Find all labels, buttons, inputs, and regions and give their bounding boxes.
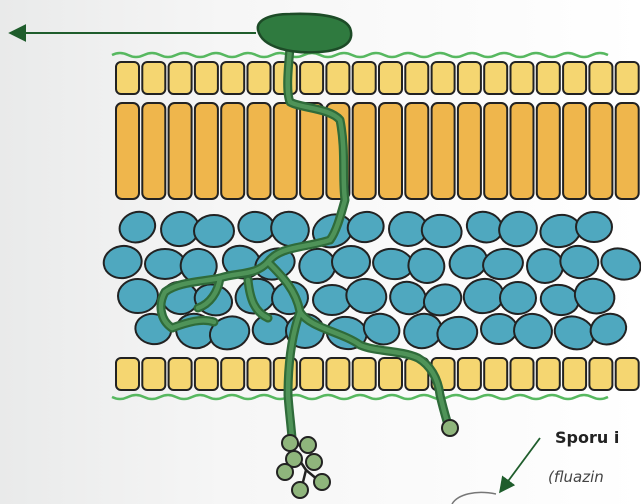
mesophyll-cell (570, 274, 619, 319)
mesophyll-cell (116, 207, 160, 247)
palisade-cell (432, 103, 455, 199)
mesophyll-cell (419, 212, 464, 250)
mesophyll-cell (404, 244, 449, 287)
epidermis-cell (458, 358, 481, 390)
epidermis-cell (326, 62, 349, 94)
palisade-cell (116, 103, 139, 199)
mesophyll-cell (145, 249, 185, 279)
epidermis-cell (511, 62, 534, 94)
epidermis-cell (142, 62, 165, 94)
caption-circle-fragment (452, 492, 496, 504)
epidermis-cell (221, 358, 244, 390)
epidermis-cell (563, 62, 586, 94)
mesophyll-cell (597, 244, 641, 285)
epidermis-cell (326, 358, 349, 390)
epidermis-cell (142, 358, 165, 390)
mesophyll-cell (194, 215, 234, 247)
palisade-cell (169, 103, 192, 199)
mesophyll-cell (512, 311, 555, 351)
epidermis-cell (169, 358, 192, 390)
palisade-cell (142, 103, 165, 199)
palisade-cell (405, 103, 428, 199)
palisade-cell (537, 103, 560, 199)
caption-pointer (500, 438, 540, 492)
epidermis-cell (537, 358, 560, 390)
epidermis-cell (353, 62, 376, 94)
epidermis-cell (116, 358, 139, 390)
mesophyll-cell (481, 314, 517, 344)
palisade-cell (511, 103, 534, 199)
epidermis-cell (563, 358, 586, 390)
epidermis-cell (432, 62, 455, 94)
palisade-cell (195, 103, 218, 199)
upper-epidermis-layer (116, 62, 639, 94)
mesophyll-cell (495, 207, 542, 251)
epidermis-cell (511, 358, 534, 390)
mesophyll-cell (332, 246, 370, 278)
epidermis-cell (379, 358, 402, 390)
mesophyll-cell (101, 243, 144, 281)
fungicide-caption: (fluazin (548, 468, 604, 486)
epidermis-cell (458, 62, 481, 94)
epidermis-cell (300, 358, 323, 390)
epidermis-cell (353, 358, 376, 390)
palisade-cell (458, 103, 481, 199)
mesophyll-cell (313, 285, 351, 315)
upper-cuticle (112, 53, 608, 57)
spore-caption: Sporu i (555, 428, 619, 447)
palisade-cell (353, 103, 376, 199)
epidermis-cell (589, 62, 612, 94)
palisade-cell (563, 103, 586, 199)
lower-epidermis-layer (116, 358, 639, 390)
palisade-cell (589, 103, 612, 199)
palisade-cell (274, 103, 297, 199)
mesophyll-cell (587, 309, 631, 349)
sporangia-cluster (277, 420, 458, 498)
epidermis-cell (379, 62, 402, 94)
palisade-cell (379, 103, 402, 199)
epidermis-cell (484, 358, 507, 390)
epidermis-cell (169, 62, 192, 94)
epidermis-cell (248, 358, 271, 390)
epidermis-cell (221, 62, 244, 94)
mesophyll-cell (539, 282, 581, 318)
palisade-cell (484, 103, 507, 199)
palisade-cell (300, 103, 323, 199)
mesophyll-cell (481, 246, 525, 282)
mesophyll-cell (346, 209, 386, 244)
palisade-cell (221, 103, 244, 199)
epidermis-cell (116, 62, 139, 94)
palisade-layer (116, 103, 639, 199)
mesophyll-cell (558, 243, 601, 281)
palisade-cell (616, 103, 639, 199)
mesophyll-cell (118, 279, 158, 313)
mesophyll-cell (435, 314, 480, 352)
epidermis-cell (589, 358, 612, 390)
epidermis-cell (616, 62, 639, 94)
epidermis-cell (405, 62, 428, 94)
lower-cuticle (112, 395, 608, 399)
epidermis-cell (248, 62, 271, 94)
mesophyll-cell (576, 212, 612, 242)
mesophyll-cell (344, 276, 389, 316)
epidermis-cell (195, 62, 218, 94)
epidermis-cell (537, 62, 560, 94)
mesophyll-cell (500, 282, 536, 314)
epidermis-cell (195, 358, 218, 390)
mesophyll-cell (527, 249, 563, 283)
epidermis-cell (484, 62, 507, 94)
epidermis-cell (300, 62, 323, 94)
epidermis-cell (616, 358, 639, 390)
surface-spore (258, 14, 351, 53)
palisade-cell (248, 103, 271, 199)
